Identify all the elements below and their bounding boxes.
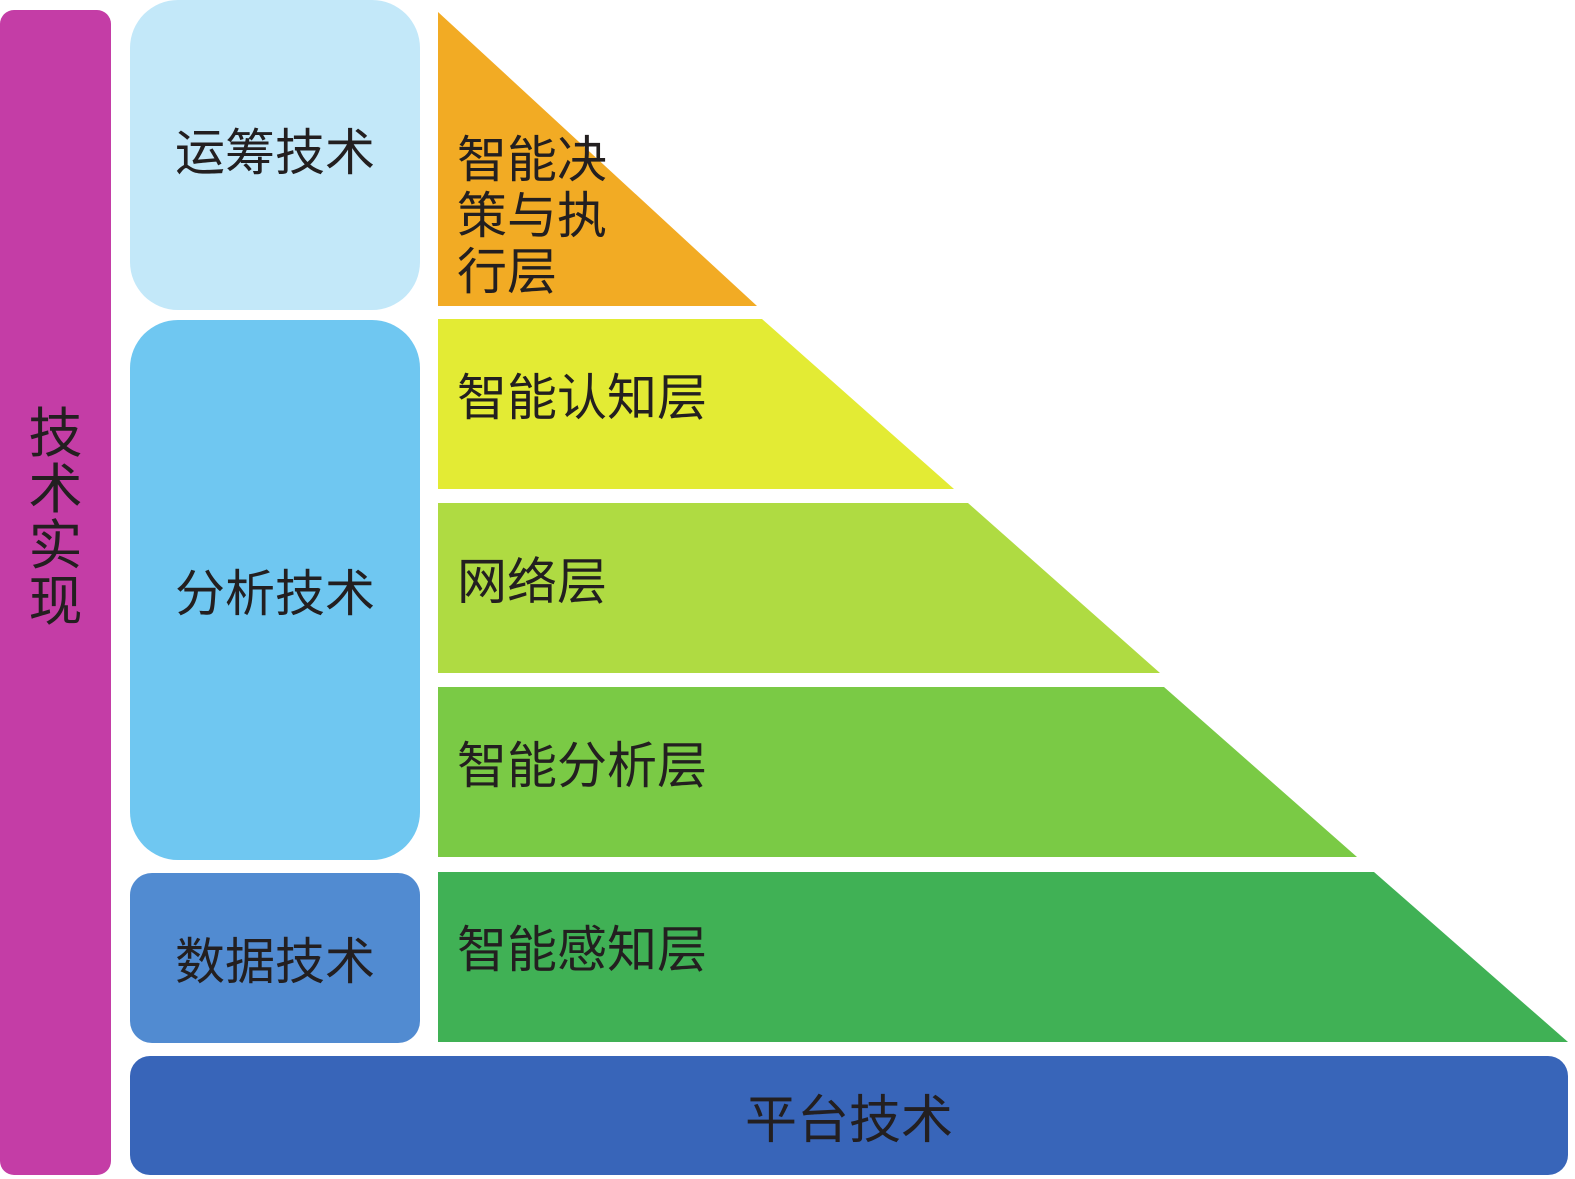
layer-perception-label: 智能感知层 <box>457 921 707 979</box>
data-technology-label: 数据技术 <box>175 933 375 991</box>
analysis-technology-label: 分析技术 <box>175 565 375 623</box>
layer-cognition-shape <box>438 319 954 489</box>
layer-cognition-label: 智能认知层 <box>457 369 707 427</box>
layer-perception-shape <box>438 872 1568 1042</box>
layer-network-shape <box>438 503 1160 673</box>
layer-network-label: 网络层 <box>457 553 607 611</box>
layer-decision-execution-label: 智能决策与执行层 <box>457 131 607 301</box>
data-technology-box: 数据技术 <box>130 873 420 1043</box>
layer-analysis-label: 智能分析层 <box>457 737 707 795</box>
layer-analysis-shape <box>438 687 1357 857</box>
platform-technology-label: 平台技术 <box>744 1091 953 1151</box>
platform-technology-bar: 平台技术 <box>130 1056 1568 1175</box>
operations-technology-label: 运筹技术 <box>175 124 375 182</box>
technology-implementation-bar: 技术实现 <box>0 10 111 1175</box>
analysis-technology-box: 分析技术 <box>130 320 420 860</box>
technology-implementation-label: 技术实现 <box>28 401 83 633</box>
layer-decision-execution-shape <box>438 12 757 306</box>
operations-technology-box: 运筹技术 <box>130 0 420 310</box>
